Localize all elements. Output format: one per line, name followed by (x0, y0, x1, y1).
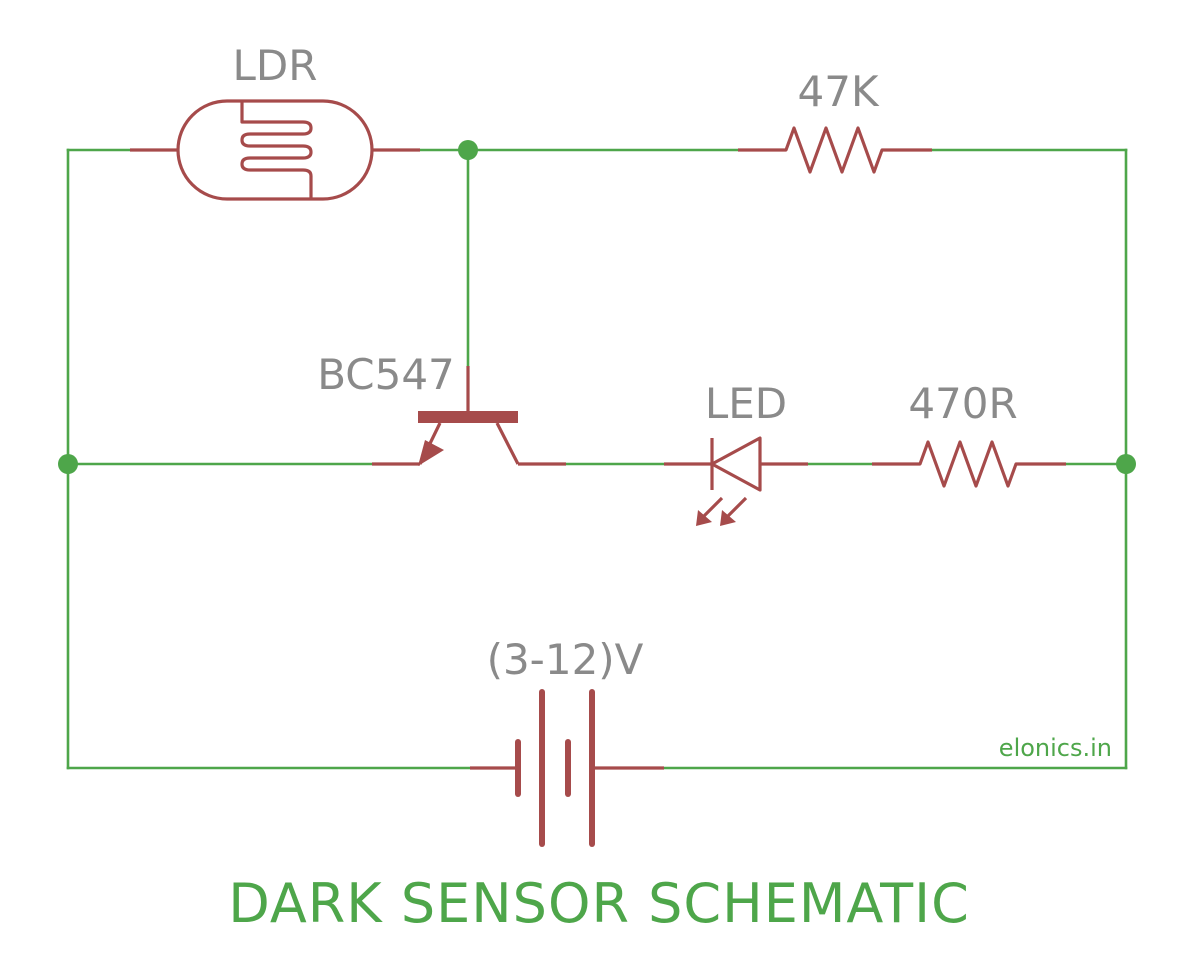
battery-symbol (470, 689, 664, 847)
watermark-text: elonics.in (999, 734, 1112, 762)
junction-dot-right (1116, 454, 1136, 474)
diagram-title: DARK SENSOR SCHEMATIC (228, 872, 970, 935)
resistor-47k-symbol (738, 126, 932, 174)
led-symbol (664, 436, 808, 526)
transistor-bc547-symbol (372, 366, 566, 466)
resistor-470r-label: 470R (908, 379, 1017, 428)
resistor-47k-label: 47K (798, 67, 880, 116)
ldr-label: LDR (233, 41, 318, 90)
junction-dot-left (58, 454, 78, 474)
battery-voltage-label: (3-12)V (487, 635, 644, 684)
resistor-470r-symbol (872, 440, 1066, 488)
led-label: LED (705, 379, 787, 428)
junction-dot-top (458, 140, 478, 160)
transistor-label: BC547 (317, 350, 455, 399)
ldr-symbol (130, 99, 420, 201)
